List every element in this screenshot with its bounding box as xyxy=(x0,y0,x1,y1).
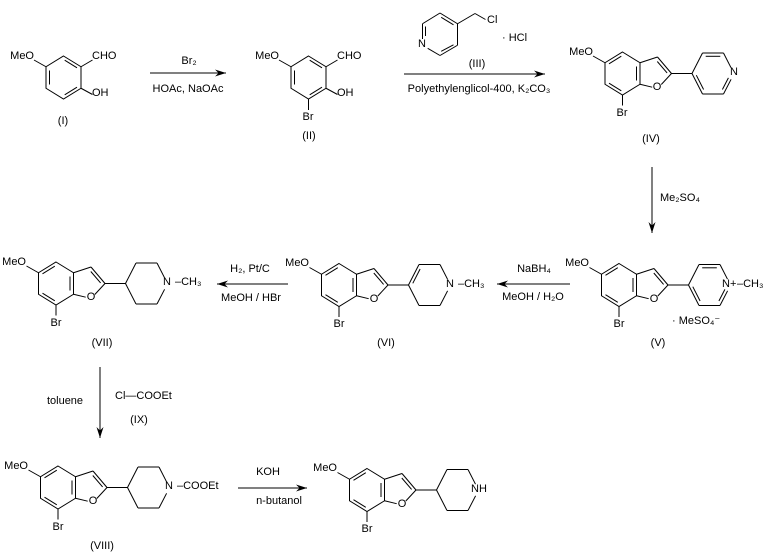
structure-vii-number: (VII) xyxy=(91,337,113,349)
structure-vii-nmethyl-label: –CH₃ xyxy=(175,276,202,288)
step6-solvent-label: toluene xyxy=(46,395,84,407)
structure-i-skeleton xyxy=(33,55,93,100)
structure-i-oh-label: OH xyxy=(92,87,109,99)
step1-solvent-label: HOAc, NaOAc xyxy=(152,83,224,95)
structure-ii-oh-label: OH xyxy=(337,87,354,99)
structure-viii-nitrogen-label: N xyxy=(165,480,173,492)
step4-reagent-label: NaBH₄ xyxy=(517,263,551,275)
structure-iv-nitrogen-label: N xyxy=(730,66,738,78)
step7-reagent-label: KOH xyxy=(256,466,280,478)
structure-iv-skeleton xyxy=(592,51,732,106)
structure-ii-methoxy-label: MeO xyxy=(255,50,279,62)
structure-v-counterion-label: · MeSO₄⁻ xyxy=(672,315,721,327)
structure-vi-furan-o-label: O xyxy=(369,293,379,305)
step4-solvent-label: MeOH / H₂O xyxy=(502,291,564,303)
structure-iv-furan-o-label: O xyxy=(652,81,662,93)
structure-vi-nmethyl-label: –CH₃ xyxy=(458,278,485,290)
step7-solvent-label: n-butanol xyxy=(256,495,302,507)
structure-vii-methoxy-label: MeO xyxy=(2,256,26,268)
structure-v-methoxy-label: MeO xyxy=(565,257,589,269)
structure-viii-furan-o-label: O xyxy=(88,495,98,507)
structure-ii-cho-label: CHO xyxy=(337,50,362,62)
structure-viii-skeleton xyxy=(28,465,168,520)
structure-viii-carbamate-label: –COOEt xyxy=(177,480,219,492)
structure-vi-methoxy-label: MeO xyxy=(285,257,309,269)
structure-iii-nitrogen-label: N xyxy=(418,38,426,50)
step5-solvent-label: MeOH / HBr xyxy=(221,292,281,304)
structure-final-furan-o-label: O xyxy=(397,498,407,510)
structure-iv-bromo-label: Br xyxy=(616,107,628,119)
structure-v-bromo-label: Br xyxy=(613,318,625,330)
step6-reagent-label: Cl—COOEt xyxy=(115,390,172,402)
structure-ii-skeleton xyxy=(278,55,338,110)
step2-conditions-label: Polyethylenglicol-400, K₂CO₃ xyxy=(407,83,551,95)
structure-vii-bromo-label: Br xyxy=(50,317,62,329)
structure-v-nitrogen-label: N+ xyxy=(722,278,737,290)
structure-vi-nitrogen-label: N xyxy=(446,278,454,290)
structure-vii-nitrogen-label: N xyxy=(163,276,171,288)
structure-vi-number: (VI) xyxy=(377,337,395,349)
structure-iv-methoxy-label: MeO xyxy=(569,46,593,58)
structure-i-cho-label: CHO xyxy=(92,50,117,62)
step1-reagent-label: Br₂ xyxy=(181,55,197,67)
structure-iii-chloro-label: Cl xyxy=(487,14,498,26)
structure-final-methoxy-label: MeO xyxy=(313,462,337,474)
structure-final-nh-label: NH xyxy=(471,483,487,495)
structure-iii-hcl-salt-label: · HCl xyxy=(502,32,528,44)
structure-vi-skeleton xyxy=(309,263,448,318)
step6-reagent-number: (IX) xyxy=(130,414,148,426)
step5-reagent-label: H₂, Pt/C xyxy=(230,263,270,275)
structure-i-number: (I) xyxy=(57,115,69,127)
structure-final-bromo-label: Br xyxy=(361,523,373,535)
structure-viii-number: (VIII) xyxy=(90,540,114,552)
structure-vii-skeleton xyxy=(26,261,166,316)
structure-ii-number: (II) xyxy=(302,130,316,142)
structure-v-furan-o-label: O xyxy=(649,293,659,305)
structure-i-methoxy-label: MeO xyxy=(10,50,34,62)
structure-vii-furan-o-label: O xyxy=(86,291,96,303)
structure-v-nmethyl-label: –CH₃ xyxy=(737,278,764,290)
structure-vi-bromo-label: Br xyxy=(333,318,345,330)
structure-viii-bromo-label: Br xyxy=(52,521,64,533)
structure-v-number: (V) xyxy=(650,337,666,349)
structure-final-skeleton xyxy=(337,468,477,523)
structure-iii-skeleton xyxy=(422,12,486,56)
reaction-arrows xyxy=(96,69,656,492)
structure-v-skeleton xyxy=(589,263,729,318)
step3-reagent-label: Me₂SO₄ xyxy=(660,192,700,204)
structure-ii-bromo-label: Br xyxy=(302,111,314,123)
structure-iv-number: (IV) xyxy=(642,133,660,145)
structure-iii-number: (III) xyxy=(468,58,486,70)
structure-viii-methoxy-label: MeO xyxy=(4,460,28,472)
